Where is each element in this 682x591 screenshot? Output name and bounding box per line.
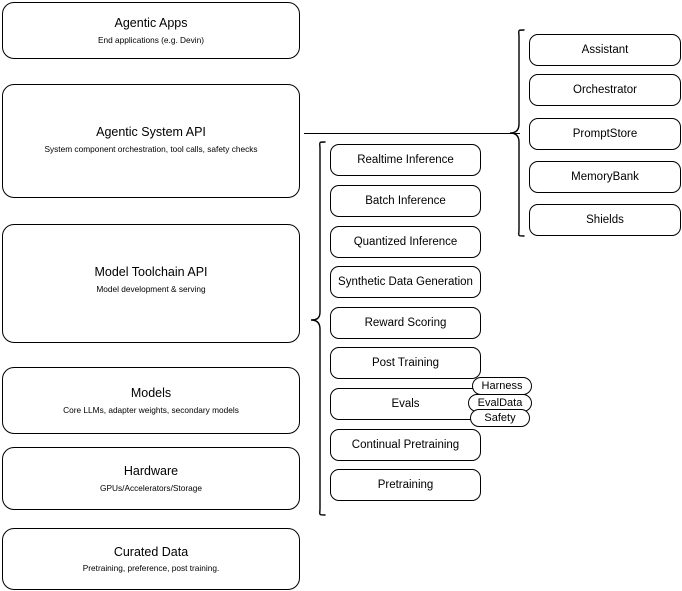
layer-title: Hardware: [123, 464, 179, 478]
toolchain-item-quantized-inference[interactable]: Quantized Inference: [330, 226, 481, 258]
system-item-memorybank[interactable]: MemoryBank: [529, 161, 681, 193]
system-item-assistant[interactable]: Assistant: [529, 34, 681, 66]
connector-line-system-api: [304, 133, 520, 135]
layer-box-agentic-system-api[interactable]: Agentic System API System component orch…: [2, 84, 300, 198]
item-label: Pretraining: [377, 478, 434, 491]
layer-box-hardware[interactable]: Hardware GPUs/Accelerators/Storage: [2, 447, 300, 510]
system-item-promptstore[interactable]: PromptStore: [529, 118, 681, 150]
system-item-orchestrator[interactable]: Orchestrator: [529, 74, 681, 106]
layer-title: Agentic Apps: [114, 16, 188, 30]
brace-toolchain-components: [306, 140, 326, 520]
layer-box-curated-data[interactable]: Curated Data Pretraining, preference, po…: [2, 528, 300, 590]
layer-subtitle: Model development & serving: [96, 283, 206, 294]
eval-tag-safety[interactable]: Safety: [470, 409, 530, 427]
item-label: Batch Inference: [365, 194, 446, 207]
layer-title: Agentic System API: [96, 125, 206, 139]
item-label: Realtime Inference: [357, 153, 454, 166]
layer-subtitle: Core LLMs, adapter weights, secondary mo…: [63, 404, 239, 415]
item-label: MemoryBank: [571, 170, 639, 183]
layer-subtitle: GPUs/Accelerators/Storage: [100, 482, 202, 493]
layer-subtitle: System component orchestration, tool cal…: [44, 143, 258, 154]
item-label: Orchestrator: [573, 83, 637, 96]
layer-box-model-toolchain-api[interactable]: Model Toolchain API Model development & …: [2, 224, 300, 343]
toolchain-item-realtime-inference[interactable]: Realtime Inference: [330, 144, 481, 176]
item-label: Shields: [586, 213, 624, 226]
item-label: Continual Pretraining: [351, 438, 460, 451]
tag-label: Harness: [481, 380, 523, 392]
item-label: Quantized Inference: [353, 235, 458, 248]
toolchain-item-batch-inference[interactable]: Batch Inference: [330, 185, 481, 217]
eval-tag-harness[interactable]: Harness: [472, 377, 532, 395]
item-label: Reward Scoring: [364, 316, 447, 329]
layer-subtitle: Pretraining, preference, post training.: [82, 563, 220, 574]
toolchain-item-reward-scoring[interactable]: Reward Scoring: [330, 307, 481, 339]
toolchain-item-post-training[interactable]: Post Training: [330, 347, 481, 379]
brace-system-components: [506, 28, 526, 242]
toolchain-item-pretraining[interactable]: Pretraining: [330, 469, 481, 501]
item-label: Post Training: [371, 356, 440, 369]
toolchain-item-evals[interactable]: Evals: [330, 388, 481, 420]
layer-title: Model Toolchain API: [94, 265, 208, 279]
system-item-shields[interactable]: Shields: [529, 204, 681, 236]
item-label: Evals: [391, 397, 420, 410]
tag-label: Safety: [484, 412, 516, 424]
layer-title: Curated Data: [113, 544, 189, 559]
item-label: Synthetic Data Generation: [338, 275, 473, 288]
toolchain-item-continual-pretraining[interactable]: Continual Pretraining: [330, 429, 481, 461]
layer-title: Models: [130, 386, 172, 400]
layer-box-models[interactable]: Models Core LLMs, adapter weights, secon…: [2, 367, 300, 434]
item-label: PromptStore: [572, 127, 638, 140]
layer-subtitle: End applications (e.g. Devin): [97, 34, 205, 45]
item-label: Assistant: [581, 43, 629, 56]
toolchain-item-synthetic-data-generation[interactable]: Synthetic Data Generation: [330, 266, 481, 298]
tag-label: EvalData: [477, 397, 523, 409]
layer-box-agentic-apps[interactable]: Agentic Apps End applications (e.g. Devi…: [2, 2, 300, 59]
